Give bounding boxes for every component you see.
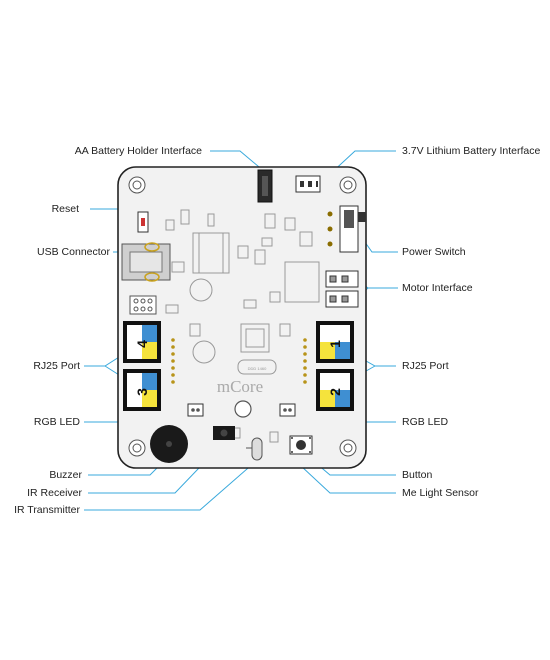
lithium-battery-connector [295,175,321,193]
label-rj25-left: RJ25 Port [33,360,80,372]
label-usb: USB Connector [37,246,110,258]
power-switch-part [327,205,366,253]
label-light-sensor: Me Light Sensor [402,487,479,499]
leader-ir-transmitter [84,461,256,511]
icsp-header [129,295,157,315]
label-lithium-battery: 3.7V Lithium Battery Interface [402,145,541,157]
rgb-led-left-part [187,403,204,417]
rgb-led-right-part [279,403,296,417]
reset-button-part [137,211,149,233]
leader-aa-battery [210,150,266,173]
board-outline [117,166,367,469]
rj25-port-1: 1 [316,321,354,363]
board-components [165,209,320,443]
label-rj25-right: RJ25 Port [402,360,449,372]
label-motor: Motor Interface [402,282,473,294]
motor-connectors [325,270,359,308]
label-aa-battery: AA Battery Holder Interface [74,145,202,157]
board-logo: mCore [217,377,263,396]
usb-connector-part [121,242,171,282]
label-button: Button [402,469,433,481]
rj25-port-3: 3 [123,369,161,411]
buzzer-center [166,441,172,447]
ir-receiver-part [213,426,235,440]
ir-transmitter-part [246,437,263,461]
label-power-switch: Power Switch [402,246,466,258]
label-ir-receiver: IR Receiver [27,487,82,499]
port-number-1: 1 [327,340,343,348]
port-number-2: 2 [327,388,343,396]
rj25-port-2: 2 [316,369,354,411]
label-buzzer: Buzzer [49,469,82,481]
label-reset: Reset [51,203,79,215]
port-number-3: 3 [134,388,150,396]
chip-text: DDD 1460 [248,366,267,371]
pin-header-right [303,338,307,384]
button-part [289,435,313,455]
label-ir-transmitter: IR Transmitter [14,504,80,516]
rj25-port-4: 4 [123,321,161,363]
aa-battery-jack [257,169,273,203]
label-rgb-right: RGB LED [402,416,449,428]
port-number-4: 4 [134,340,150,348]
pin-header-left [171,338,175,384]
label-rgb-left: RGB LED [33,416,80,428]
light-sensor-part [234,400,252,418]
mounting-holes [128,176,357,457]
